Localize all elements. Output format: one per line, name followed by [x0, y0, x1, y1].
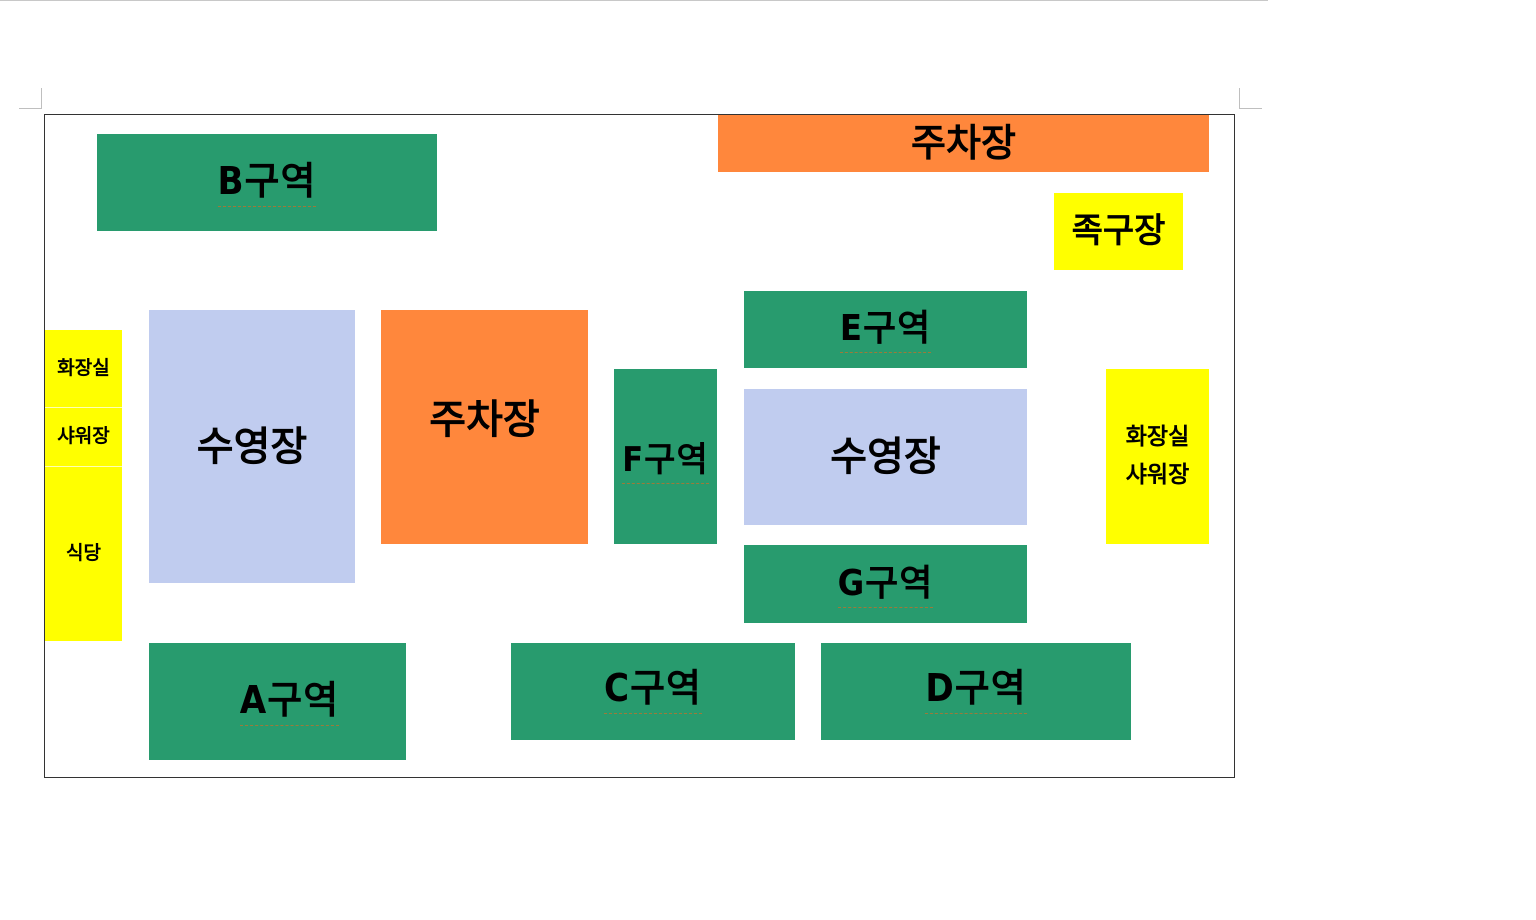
right-facility: 화장실 샤워장	[1106, 369, 1209, 544]
left-shower-label: 샤워장	[57, 425, 110, 448]
left-cafeteria: 식당	[45, 467, 122, 641]
pool-right: 수영장	[744, 389, 1027, 525]
zone-a: A구역	[149, 643, 406, 760]
left-stack-divider	[45, 466, 122, 467]
margin-corner-mark-left	[19, 88, 42, 109]
page-top-edge	[0, 0, 1268, 1]
left-restroom: 화장실	[45, 330, 122, 407]
zone-d: D구역	[821, 643, 1131, 740]
pool-left-label: 수영장	[196, 423, 308, 470]
zone-f: F구역	[614, 369, 717, 544]
left-facility-stack: 화장실 샤워장 식당	[45, 330, 122, 641]
zone-g-label: G구역	[837, 561, 934, 608]
left-restroom-label: 화장실	[57, 356, 110, 379]
right-restroom-label: 화장실	[1125, 423, 1190, 450]
zone-d-label: D구역	[925, 665, 1027, 715]
left-shower: 샤워장	[45, 408, 122, 466]
foot-volleyball-label: 족구장	[1071, 211, 1166, 252]
foot-volleyball-court: 족구장	[1054, 193, 1183, 270]
zone-e-label: E구역	[839, 306, 932, 353]
zone-g: G구역	[744, 545, 1027, 623]
parking-center-label: 주차장	[429, 397, 540, 443]
parking-center: 주차장	[381, 310, 588, 544]
parking-top: 주차장	[718, 115, 1209, 172]
parking-top-label: 주차장	[911, 120, 1016, 165]
zone-c-label: C구역	[603, 665, 702, 715]
zone-c: C구역	[511, 643, 795, 740]
margin-corner-mark-right	[1239, 88, 1262, 109]
campsite-map-frame	[44, 114, 1235, 778]
zone-f-label: F구역	[622, 439, 709, 484]
pool-right-label: 수영장	[830, 434, 941, 480]
zone-b: B구역	[97, 134, 437, 231]
zone-b-label: B구역	[217, 158, 317, 208]
left-cafeteria-label: 식당	[66, 542, 101, 565]
zone-e: E구역	[744, 291, 1027, 368]
left-stack-divider	[45, 407, 122, 408]
pool-left: 수영장	[149, 310, 355, 583]
zone-a-label: A구역	[239, 677, 340, 727]
right-shower-label: 샤워장	[1125, 461, 1190, 488]
